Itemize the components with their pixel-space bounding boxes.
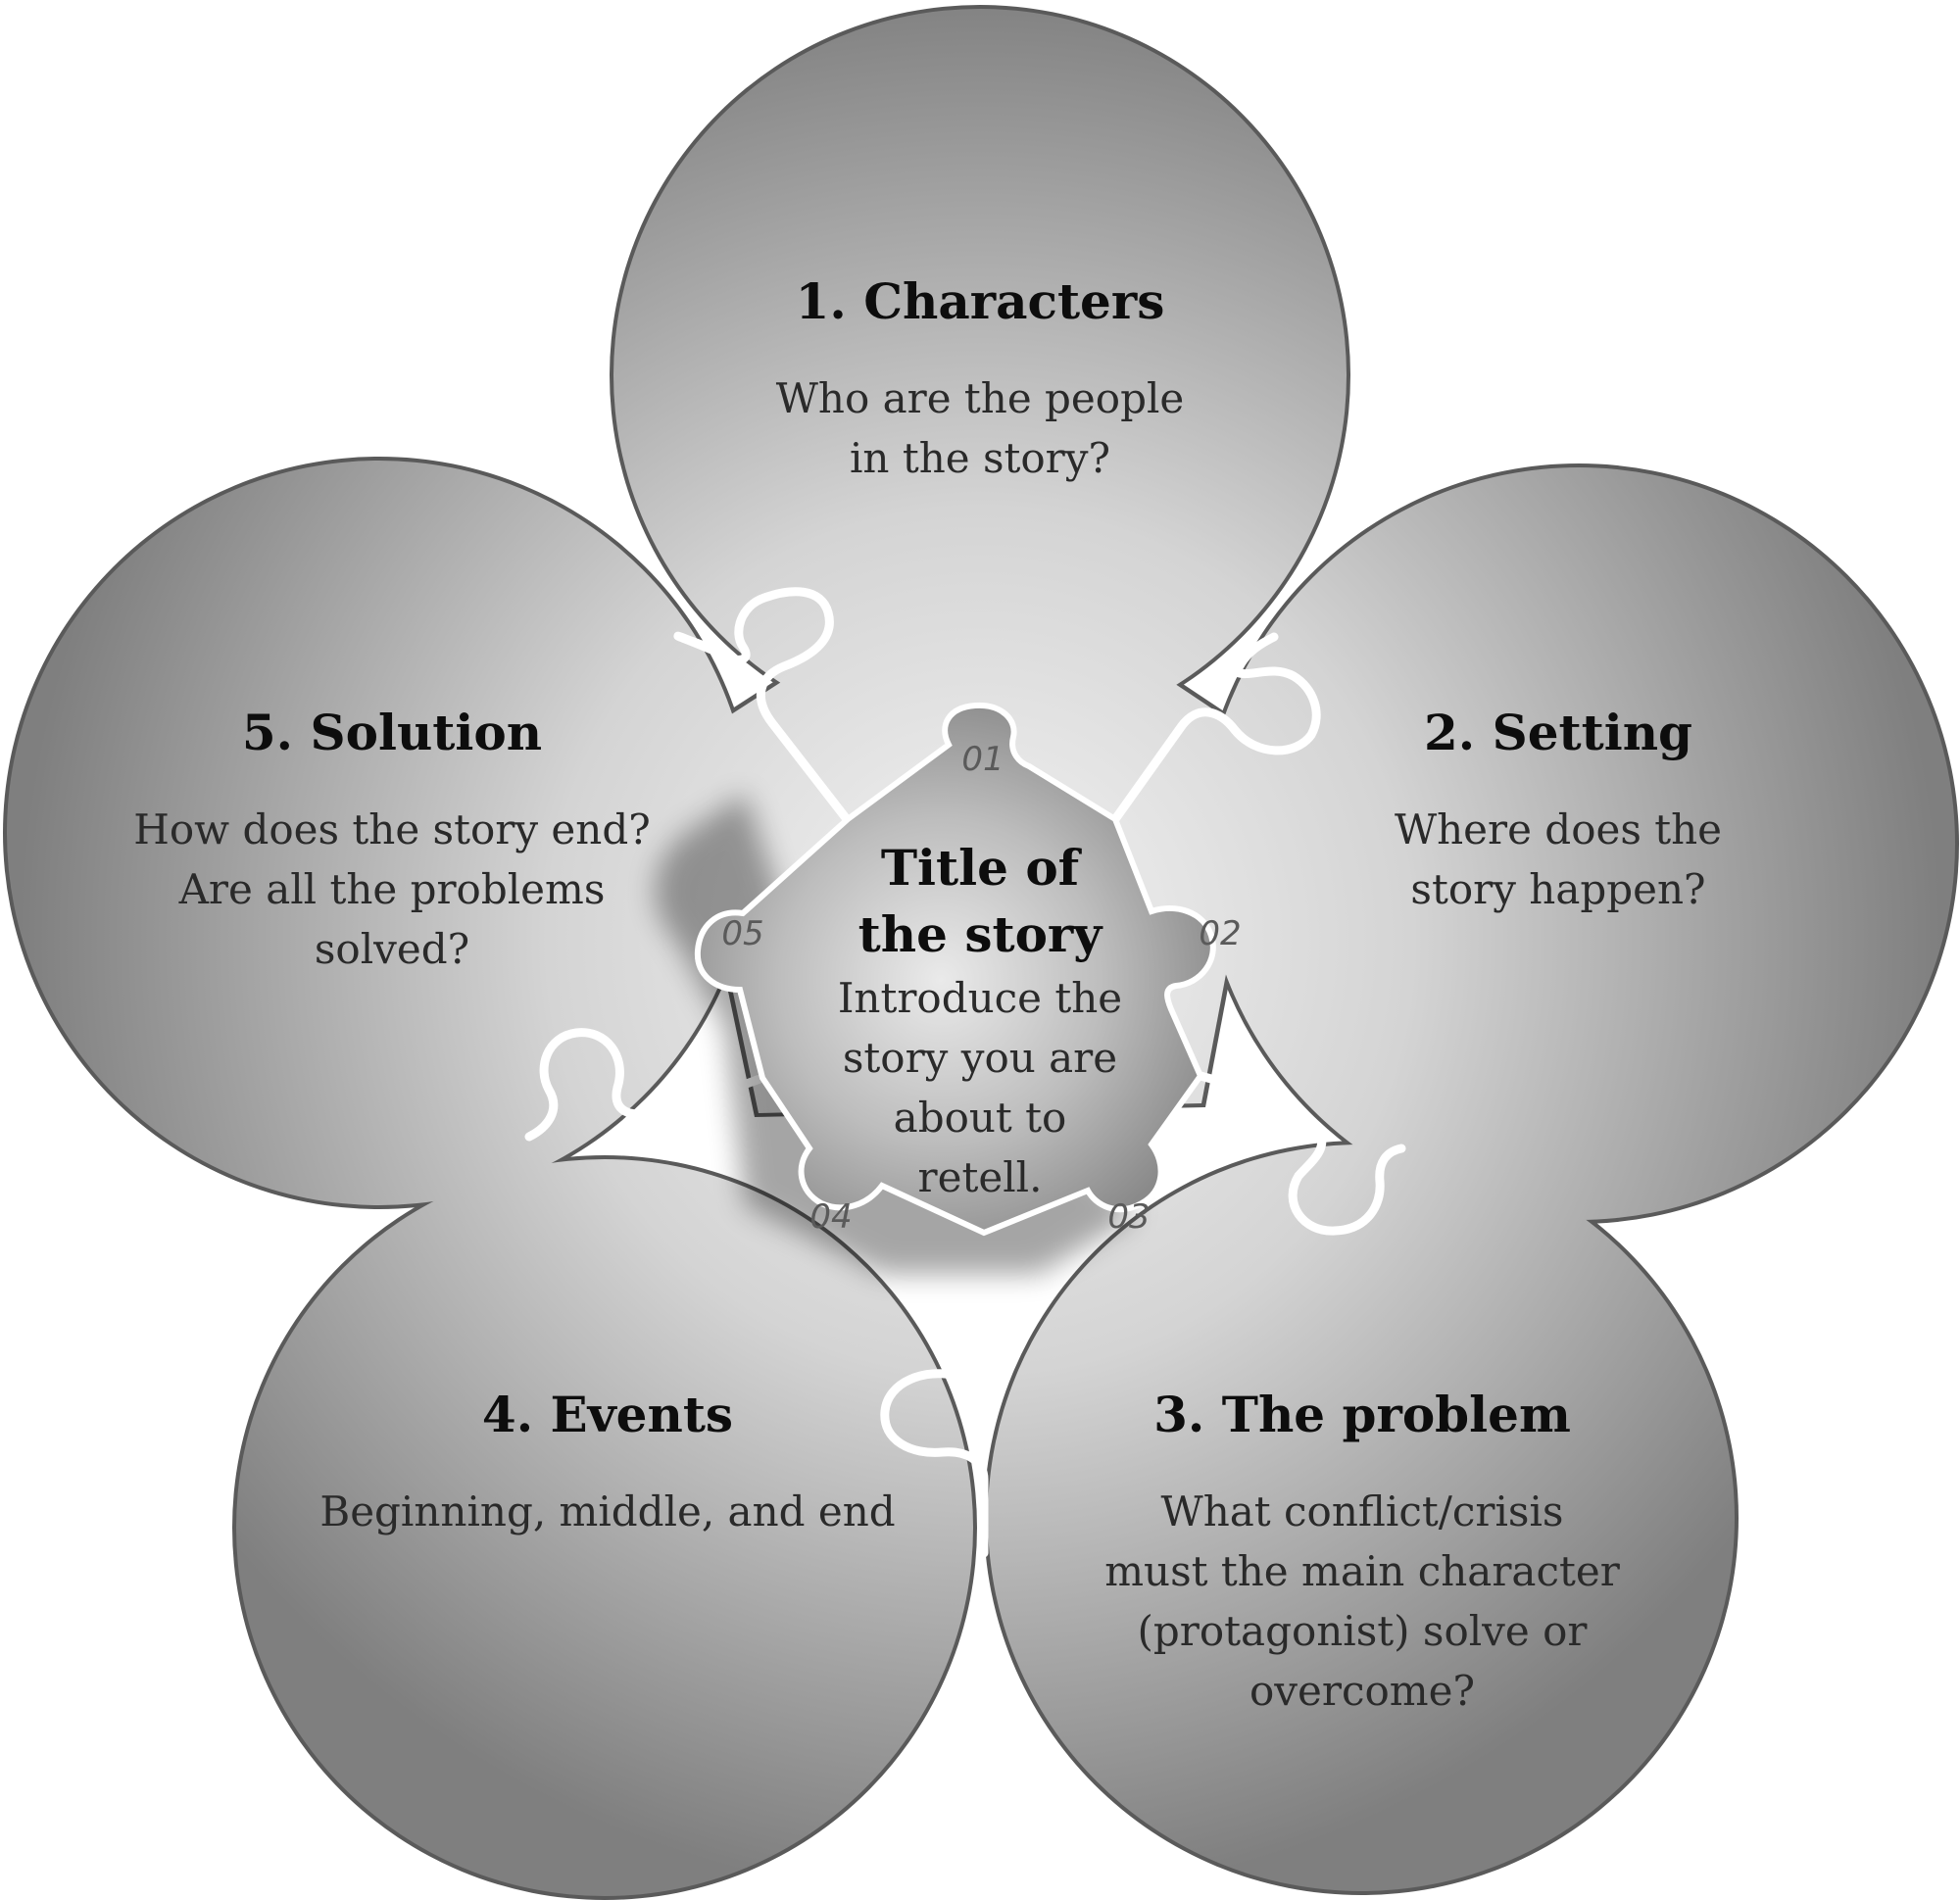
- petal-heading: 1. Characters: [795, 272, 1165, 330]
- petal-body-line: Beginning, middle, and end: [319, 1487, 896, 1535]
- petal-body-line: must the main character: [1104, 1547, 1620, 1595]
- petal-solution: 5. Solution How does the story end? Are …: [98, 704, 686, 979]
- petal-fill-group: [7, 9, 1955, 1896]
- petal-body-line: How does the story end?: [133, 805, 651, 853]
- petal-body-line: Are all the problems: [178, 865, 606, 913]
- center-body-line: story you are: [842, 1034, 1118, 1082]
- petal-characters: 1. Characters Who are the people in the …: [686, 272, 1274, 488]
- petal-heading: 3. The problem: [1153, 1386, 1571, 1443]
- petal-heading: 2. Setting: [1423, 704, 1693, 761]
- petal-the-problem: 3. The problem What conflict/crisis must…: [1049, 1386, 1676, 1721]
- petal-body-line: solved?: [314, 925, 470, 973]
- petal-heading: 5. Solution: [241, 704, 543, 761]
- petal-body-line: Where does the: [1394, 805, 1723, 853]
- center-puzzle-piece: [694, 702, 1216, 1237]
- center-body: Introduce the story you are about to ret…: [764, 968, 1196, 1207]
- petal-body-line: overcome?: [1250, 1667, 1475, 1715]
- center-body-line: about to: [893, 1094, 1067, 1142]
- petal-body: Where does the story happen?: [1303, 800, 1813, 919]
- petal-body-line: in the story?: [849, 434, 1110, 482]
- center-body-line: retell.: [917, 1153, 1043, 1201]
- tab-number-05: 05: [721, 914, 764, 953]
- tab-number-01: 01: [961, 740, 1004, 779]
- tab-number-04: 04: [809, 1197, 853, 1237]
- petal-body: Who are the people in the story?: [686, 368, 1274, 488]
- petal-heading: 4. Events: [481, 1386, 734, 1443]
- petal-setting: 2. Setting Where does the story happen?: [1303, 704, 1813, 919]
- center-text: Title of the story Introduce the story y…: [764, 835, 1196, 1207]
- petal-body: How does the story end? Are all the prob…: [98, 800, 686, 979]
- puzzle-seams: [524, 587, 1406, 1558]
- petal-body-line: (protagonist) solve or: [1137, 1607, 1588, 1655]
- tab-number-03: 03: [1107, 1197, 1151, 1237]
- center-body-line: Introduce the: [837, 974, 1123, 1022]
- center-title-line: Title of: [880, 839, 1080, 897]
- petal-body: What conflict/crisis must the main chara…: [1049, 1482, 1676, 1721]
- petal-body-line: What conflict/crisis: [1160, 1487, 1564, 1535]
- petal-events: 4. Events Beginning, middle, and end: [294, 1386, 921, 1541]
- center-title: Title of the story: [764, 835, 1196, 968]
- tab-number-02: 02: [1199, 914, 1242, 953]
- center-title-line: the story: [858, 905, 1102, 963]
- petal-body-line: Who are the people: [775, 374, 1185, 422]
- petal-body: Beginning, middle, and end: [294, 1482, 921, 1541]
- petal-body-line: story happen?: [1410, 865, 1706, 913]
